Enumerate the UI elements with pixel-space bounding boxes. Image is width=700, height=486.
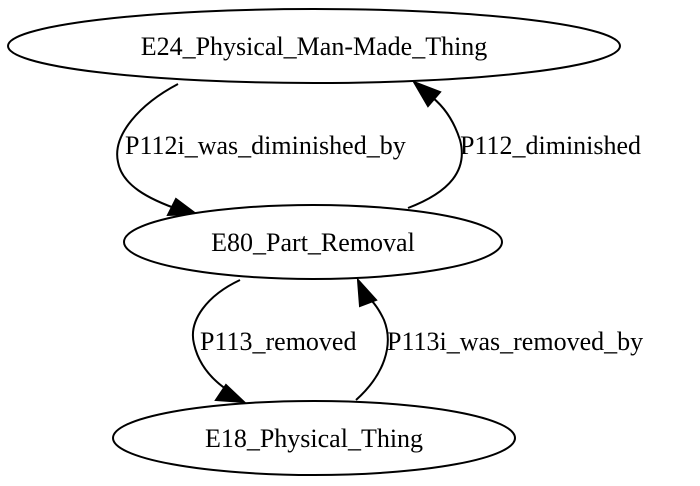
edge-label-p112i: P112i_was_diminished_by: [125, 131, 406, 160]
node-e80: E80_Part_Removal: [123, 204, 503, 280]
edge-label-p113i: P113i_was_removed_by: [387, 327, 643, 356]
edge-p112: [407, 80, 463, 209]
edge-p112i-path: [116, 83, 181, 211]
edge-p113-arrowhead: [214, 383, 247, 404]
node-e80-label: E80_Part_Removal: [211, 228, 415, 257]
edge-p113: [191, 279, 247, 404]
edge-label-p113: P113_removed: [200, 327, 356, 356]
edge-p113i: [355, 277, 389, 401]
node-e24-ellipse: [7, 8, 621, 84]
edge-label-p112: P112_diminished: [460, 131, 641, 160]
edge-p113i-path: [355, 293, 389, 401]
node-e24-label: E24_Physical_Man-Made_Thing: [141, 32, 488, 61]
edge-p112-arrowhead: [411, 80, 442, 108]
node-e18-label: E18_Physical_Thing: [205, 424, 423, 453]
node-e80-ellipse: [123, 204, 503, 280]
node-e24: E24_Physical_Man-Made_Thing: [7, 8, 621, 84]
edge-p112-path: [407, 93, 463, 209]
edge-p113i-arrowhead: [356, 277, 378, 308]
node-e18-ellipse: [112, 400, 516, 476]
node-e18: E18_Physical_Thing: [112, 400, 516, 476]
edge-p113-path: [191, 279, 241, 394]
